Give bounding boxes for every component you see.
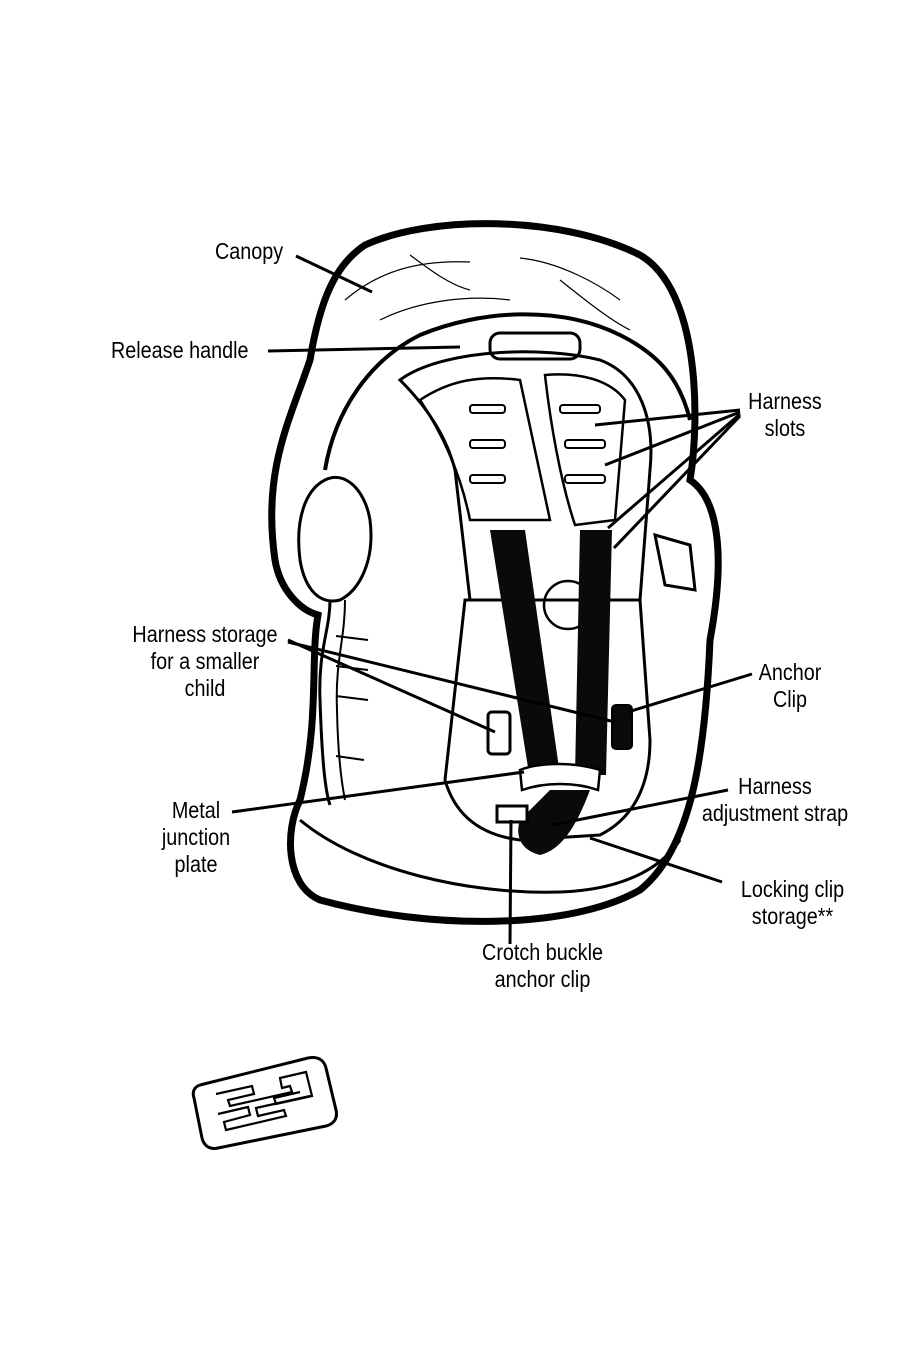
- leader-harness-storage-2: [288, 642, 615, 722]
- label-harness-adjustment-strap: Harness adjustment strap: [698, 773, 853, 827]
- label-crotch-buckle-anchor-clip: Crotch buckle anchor clip: [472, 939, 614, 993]
- leader-crotch-buckle: [510, 820, 511, 944]
- leader-metal-junction: [232, 772, 524, 812]
- label-release-handle: Release handle: [111, 337, 248, 364]
- locking-clip-icon: [188, 1050, 348, 1160]
- leader-harness-slots-1: [595, 410, 740, 425]
- leader-anchor-clip: [628, 674, 752, 712]
- leader-release-handle: [268, 347, 460, 351]
- leader-harness-slots-3: [608, 414, 740, 528]
- label-metal-junction-plate: Metal junction plate: [153, 797, 239, 878]
- leader-canopy: [296, 256, 372, 292]
- label-locking-clip-storage: Locking clip storage**: [730, 876, 855, 930]
- label-canopy: Canopy: [215, 238, 283, 265]
- label-harness-storage: Harness storage for a smaller child: [123, 621, 286, 702]
- label-anchor-clip: Anchor Clip: [747, 659, 833, 713]
- label-harness-slots: Harness slots: [738, 388, 833, 442]
- leader-locking-clip-storage: [590, 838, 722, 882]
